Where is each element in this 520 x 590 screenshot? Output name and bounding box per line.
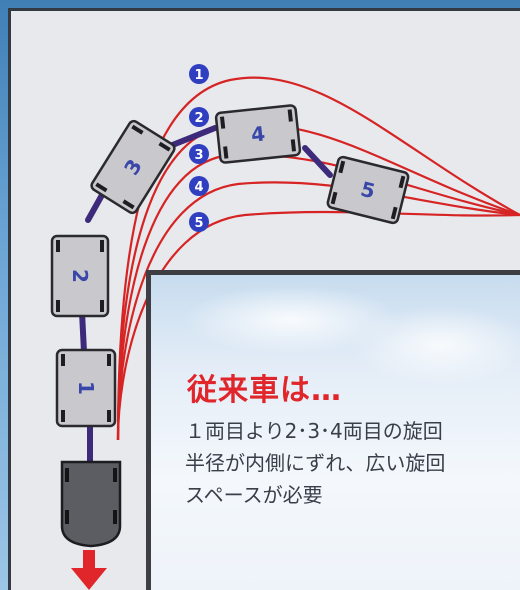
svg-text:3: 3 [194, 148, 203, 163]
car-3: 3 [90, 119, 176, 215]
turning-path-1 [116, 76, 520, 441]
turning-path-5 [116, 210, 520, 441]
direction-arrow [71, 550, 107, 590]
path-label-3: 3 [189, 144, 209, 164]
path-label-5: 5 [189, 212, 209, 232]
explanation-heading: 従来車は… [187, 373, 342, 408]
car-5-label: 5 [358, 177, 377, 204]
car-5: 5 [326, 155, 410, 225]
car-4-label: 4 [250, 121, 266, 146]
car-4: 4 [214, 104, 302, 164]
explanation-body: １両目より2･3･4両目の旋回 半径が内側にずれ、広い旋回 スペースが必要 [185, 419, 446, 507]
svg-text:2: 2 [194, 111, 203, 126]
car-1-label: 1 [74, 381, 98, 395]
tractor-cab [60, 460, 122, 548]
svg-text:1: 1 [194, 68, 203, 83]
path-labels: 1 2 3 4 5 [189, 64, 209, 232]
path-label-2: 2 [189, 107, 209, 127]
path-label-1: 1 [189, 64, 209, 84]
path-label-4: 4 [189, 176, 209, 196]
car-1: 1 [55, 348, 117, 428]
explanation-box: 従来車は… １両目より2･3･4両目の旋回 半径が内側にずれ、広い旋回 スペース… [146, 270, 520, 590]
svg-text:4: 4 [194, 180, 203, 195]
cloud-decoration [351, 305, 520, 385]
svg-text:5: 5 [194, 216, 203, 231]
turning-path-4 [116, 181, 520, 441]
car-2: 2 [50, 234, 110, 318]
car-2-label: 2 [68, 269, 92, 283]
